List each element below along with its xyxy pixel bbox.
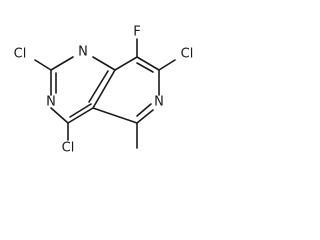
atom-label-f: F [133,25,140,40]
bond-c8-c7-inner [136,62,154,73]
bond-c8-c7 [136,56,160,71]
bond-c4-c4a [67,107,94,124]
atom-label-n-left: N [46,95,56,110]
bond-c4-c4a-inner [69,103,92,118]
bond-n6-c5 [136,109,154,124]
bond-c4a-c8a-inner [88,70,109,103]
atom-label-n-top: N [78,45,88,60]
atom-label-n-right: N [154,95,164,110]
bond-n1-c4 [50,107,69,124]
bond-c2-cl [34,59,52,71]
atom-label-cl-right: Cl [181,47,194,62]
atom-label-layer: F N Cl Cl N N Cl [14,25,194,156]
bond-c8a-c8 [114,56,138,71]
bond-c4a-c8a [92,69,116,109]
bond-c5-c4a [92,107,138,124]
bond-n3-c8a [92,56,116,71]
atom-label-cl-top-left: Cl [14,47,27,62]
chemical-structure-diagram: F N Cl Cl N N Cl [14,25,194,156]
bond-c2-n3 [50,56,74,71]
bond-layer [34,38,176,149]
bond-c7-cl [158,59,176,71]
atom-label-cl-bottom: Cl [62,141,75,156]
bond-n6-c5-inner [136,103,152,117]
